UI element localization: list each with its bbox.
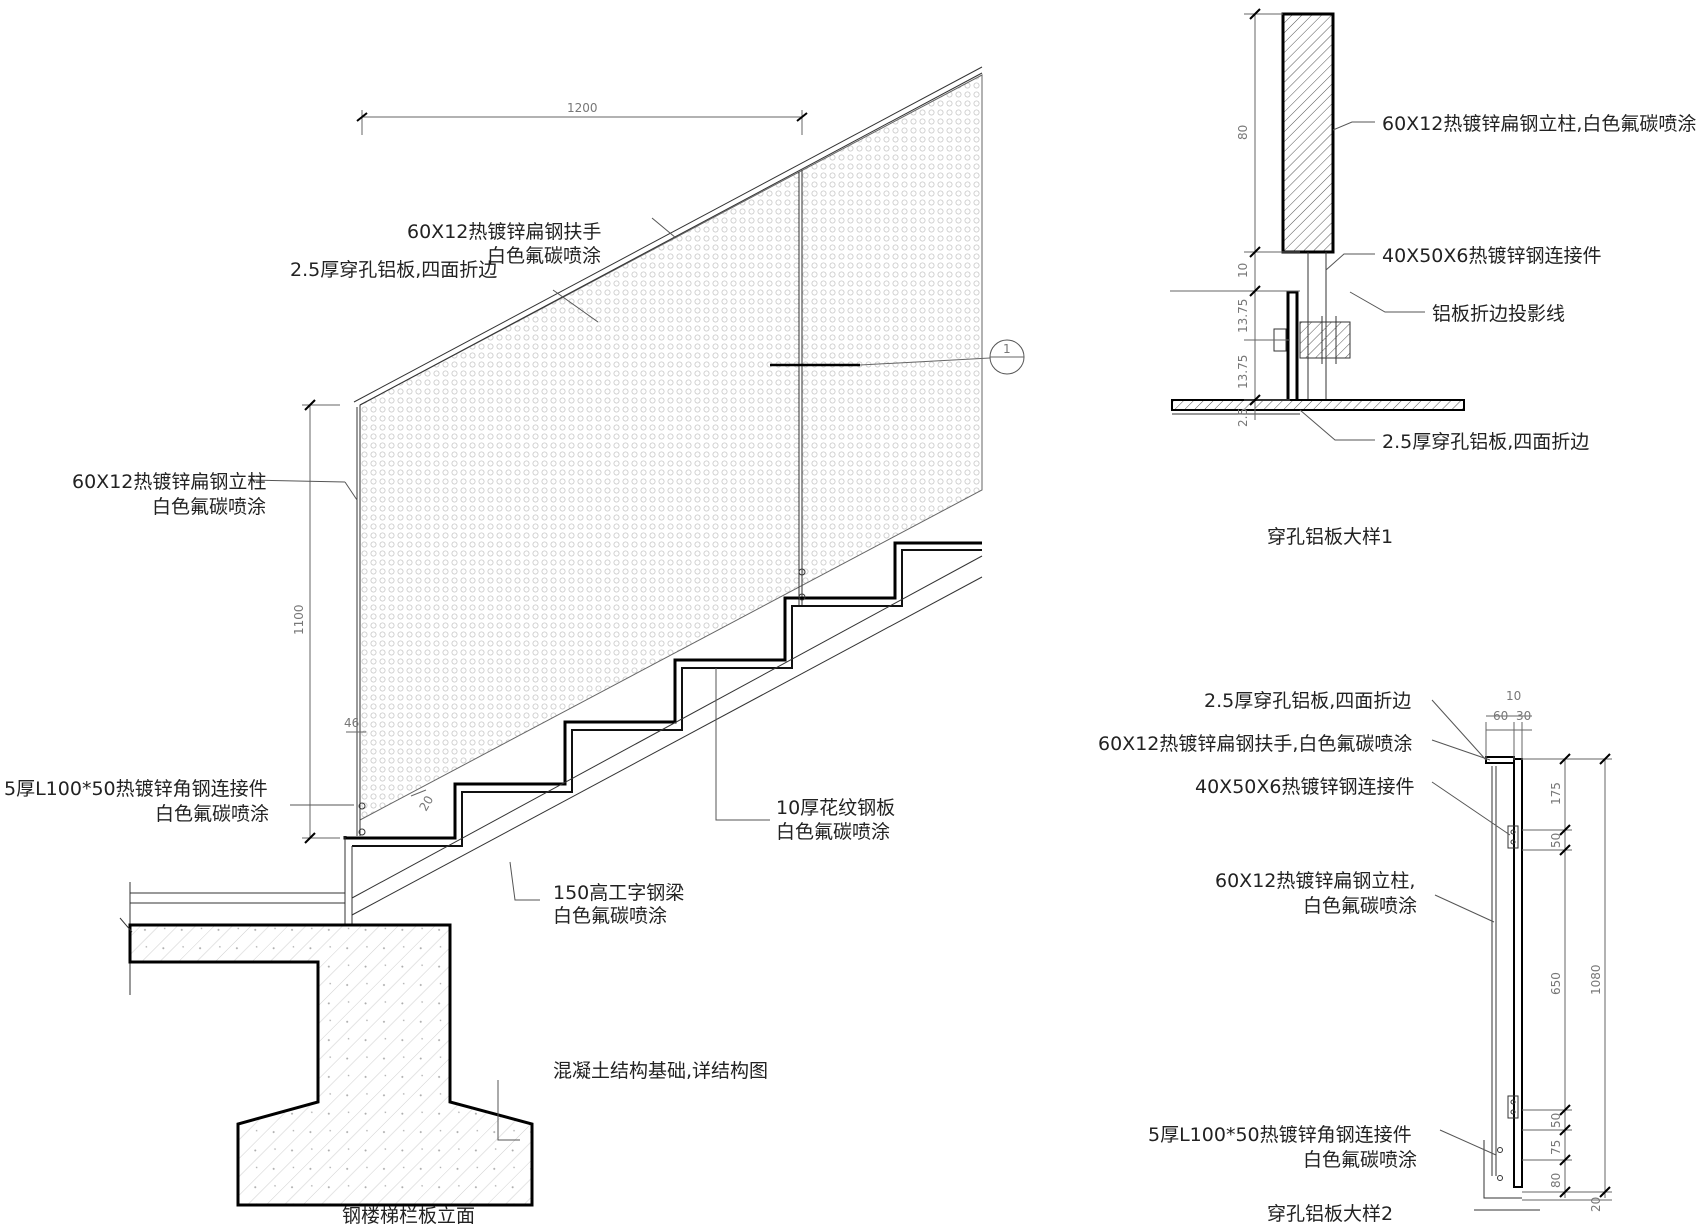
section-mark-number: 1 [1003, 342, 1011, 356]
label-angle-line2: 白色氟碳喷涂 [155, 803, 269, 825]
d1-dim-10: 10 [1236, 263, 1250, 278]
d2-dim-30: 30 [1516, 709, 1531, 723]
d2-dim-10: 10 [1506, 689, 1521, 703]
d1-label-projection: 铝板折边投影线 [1432, 303, 1565, 325]
d2-label-post-line1: 60X12热镀锌扁钢立柱, [1215, 870, 1415, 892]
detail-1: 80 10 13.75 13.75 2.5 60X12热镀锌扁钢立柱,白色氟碳喷… [1170, 8, 1696, 548]
label-angle-line1: 5厚L100*50热镀锌角钢连接件 [4, 778, 268, 800]
d2-dim-1080: 1080 [1589, 964, 1603, 995]
main-elevation: 1 1200 1100 46 [4, 66, 1025, 1225]
d2-label-panel: 2.5厚穿孔铝板,四面折边 [1204, 690, 1411, 712]
d2-label-angle-line2: 白色氟碳喷涂 [1303, 1149, 1417, 1171]
label-foundation: 混凝土结构基础,详结构图 [553, 1060, 768, 1082]
d1-dim-80: 80 [1236, 125, 1250, 140]
d1-dim-13b: 13.75 [1236, 355, 1250, 389]
d1-dim-25: 2.5 [1236, 408, 1250, 427]
label-checker-line2: 白色氟碳喷涂 [776, 821, 890, 843]
label-handrail-line2: 白色氟碳喷涂 [487, 245, 601, 267]
steel-beam [351, 555, 983, 899]
d2-dim-50a: 50 [1549, 833, 1563, 848]
concrete-foundation [128, 923, 534, 1207]
d1-label-panel: 2.5厚穿孔铝板,四面折边 [1382, 431, 1589, 453]
dim-1200: 1200 [567, 101, 598, 115]
d2-post [1513, 758, 1523, 1188]
d2-dim-650: 650 [1549, 972, 1563, 995]
d2-label-post-line2: 白色氟碳喷涂 [1303, 895, 1417, 917]
d2-label-handrail: 60X12热镀锌扁钢扶手,白色氟碳喷涂 [1098, 733, 1412, 755]
label-post-line1: 60X12热镀锌扁钢立柱 [72, 471, 266, 493]
dim-1100: 1100 [292, 604, 306, 635]
detail-2: 10 60 30 175 50 650 1080 50 75 80 [1098, 689, 1612, 1225]
d1-label-post: 60X12热镀锌扁钢立柱,白色氟碳喷涂 [1382, 113, 1696, 135]
detail-1-title: 穿孔铝板大样1 [1267, 526, 1393, 548]
dim-46: 46 [344, 716, 359, 730]
d1-label-connector: 40X50X6热镀锌钢连接件 [1382, 245, 1601, 267]
d2-dim-80: 80 [1549, 1173, 1563, 1188]
main-view-title: 钢楼梯栏板立面 [342, 1205, 475, 1225]
perforated-panel [359, 74, 983, 821]
label-checker-line1: 10厚花纹钢板 [776, 797, 895, 819]
label-handrail-line1: 60X12热镀锌扁钢扶手 [407, 221, 601, 243]
d2-dim-60: 60 [1493, 709, 1508, 723]
d2-label-connector: 40X50X6热镀锌钢连接件 [1195, 776, 1414, 798]
d2-handrail [1485, 756, 1515, 764]
detail-2-title: 穿孔铝板大样2 [1267, 1203, 1393, 1225]
handrail [359, 72, 983, 406]
d2-dim-20: 20 [1589, 1197, 1603, 1212]
stair-checker-plate [343, 541, 982, 840]
d2-dim-50b: 50 [1549, 1113, 1563, 1128]
post-section [1281, 12, 1335, 254]
label-beam-line2: 白色氟碳喷涂 [553, 905, 667, 927]
d1-dim-13a: 13.75 [1236, 299, 1250, 333]
label-post-line2: 白色氟碳喷涂 [152, 496, 266, 518]
label-beam-line1: 150高工字钢梁 [553, 882, 684, 904]
label-panel: 2.5厚穿孔铝板,四面折边 [290, 259, 497, 281]
folded-panel [1286, 290, 1299, 400]
d2-dim-175: 175 [1549, 782, 1563, 805]
d2-label-angle-line1: 5厚L100*50热镀锌角钢连接件 [1148, 1124, 1412, 1146]
d2-dim-75: 75 [1549, 1140, 1563, 1155]
base-plate [1171, 399, 1465, 411]
dim-20: 20 [416, 793, 436, 813]
